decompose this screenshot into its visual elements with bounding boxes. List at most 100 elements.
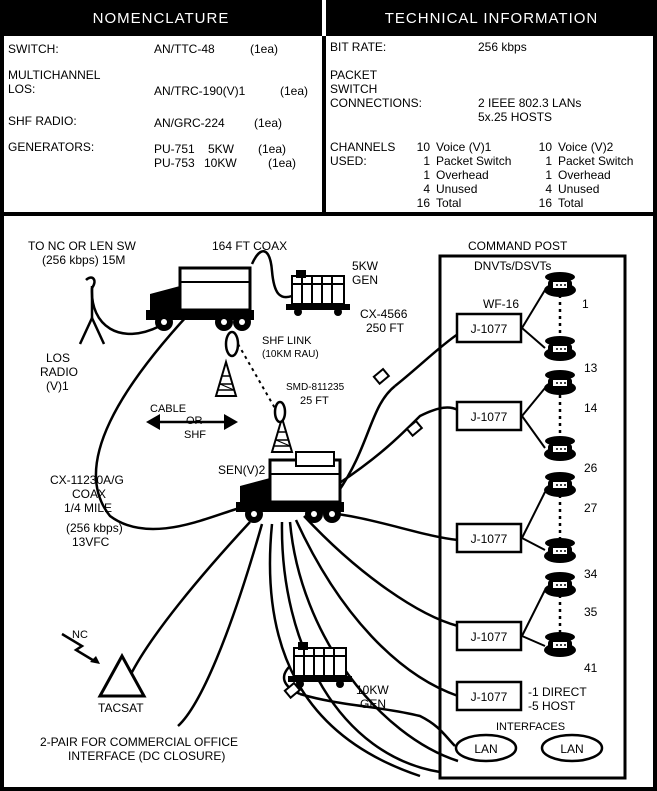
shf-label: SHF RADIO:: [8, 114, 77, 128]
col1-count: 4: [423, 182, 430, 196]
shf-link-label-1: SHF LINK: [262, 335, 312, 347]
packet-value-line1: 2 IEEE 802.3 LANs: [478, 96, 582, 110]
nomenclature-title: NOMENCLATURE: [92, 9, 230, 27]
lan-clouds: LAN LAN: [454, 733, 604, 763]
frame-right-border: [653, 0, 657, 791]
frame-bottom-border: [0, 787, 657, 791]
col1-count: 1: [423, 154, 430, 168]
phone-icon: [544, 472, 576, 497]
to-nc-label-2: (256 kbps) 15M: [42, 253, 125, 267]
commercial-label-1: 2-PAIR FOR COMMERCIAL OFFICE: [40, 735, 238, 749]
dnvt-label: DNVTs/DSVTs: [474, 259, 551, 273]
packet-label-line3: CONNECTIONS:: [330, 96, 423, 110]
command-post-label: COMMAND POST: [468, 239, 568, 253]
gen5-label-2: GEN: [352, 273, 378, 287]
cx4566-label-2: 250 FT: [366, 321, 405, 335]
dnvt-phones: [544, 272, 576, 657]
col2-text: Voice (V)2: [558, 140, 614, 154]
phone-icon: [544, 436, 576, 461]
switch-value: AN/TTC-48: [154, 42, 215, 56]
gen2-qty: (1ea): [268, 156, 297, 170]
j1077-boxes: J-1077 J-1077 J-1077 J-1077 J-1077: [455, 312, 523, 712]
10kw-generator-icon: [287, 641, 353, 689]
direct-label: -1 DIRECT: [528, 685, 587, 699]
network-diagram: J-1077 J-1077 J-1077 J-1077 J-1077 LAN L…: [28, 239, 627, 780]
cable-label-2: OR: [186, 415, 203, 427]
phone-icon: [544, 538, 576, 563]
shf-dish-icon: [224, 330, 240, 358]
col1-text: Overhead: [436, 168, 489, 182]
col1-count: 10: [416, 140, 430, 154]
cx11230-label-2: COAX: [72, 487, 106, 501]
frame-left-border: [0, 0, 4, 791]
coax-164-label: 164 FT COAX: [212, 239, 287, 253]
gen1-qty: (1ea): [258, 142, 287, 156]
cable-label-3: SHF: [184, 429, 206, 441]
commercial-label-2: INTERFACE (DC CLOSURE): [68, 749, 225, 763]
col1-count: 1: [423, 168, 430, 182]
col2-text: Packet Switch: [558, 154, 634, 168]
col1-text: Total: [436, 196, 462, 210]
channels-label-line1: CHANNELS: [330, 140, 396, 154]
tacsat-icon: [61, 632, 147, 698]
table-divider-vertical: [322, 36, 326, 214]
los-radio-label-2: RADIO: [40, 365, 78, 379]
packet-value-line2: 5x.25 HOSTS: [478, 110, 553, 124]
host-label: -5 HOST: [528, 699, 576, 713]
cable-label-1: CABLE: [150, 403, 186, 415]
phone-number: 27: [584, 501, 598, 515]
col2-count: 1: [545, 168, 552, 182]
sen-dish-icon: [273, 400, 287, 424]
j1077-label: J-1077: [471, 410, 508, 424]
technical-title: TECHNICAL INFORMATION: [384, 9, 599, 27]
table-divider-horizontal: [0, 212, 657, 216]
los-label-line2: LOS:: [8, 82, 36, 96]
nc-label: NC: [72, 629, 88, 641]
sen-tower-icon: [271, 417, 293, 453]
phone-number: 35: [584, 605, 598, 619]
j1077-label: J-1077: [471, 690, 508, 704]
col2-count: 4: [545, 182, 552, 196]
col2-text: Unused: [558, 182, 600, 196]
wf16-label: WF-16: [483, 297, 519, 311]
smd-label-1: SMD-811235: [286, 382, 345, 393]
gen2-power: 10KW: [204, 156, 237, 170]
sen-label: SEN(V)2: [218, 463, 266, 477]
interfaces-label: INTERFACES: [496, 721, 565, 733]
los-qty: (1ea): [280, 84, 309, 98]
j1077-links: [521, 289, 546, 647]
col2-count: 10: [538, 140, 552, 154]
cx11230-label-5: 13VFC: [72, 535, 110, 549]
shf-qty: (1ea): [254, 116, 283, 130]
col2-count: 1: [545, 154, 552, 168]
phone-number: 14: [584, 401, 598, 415]
command-post-box: [438, 254, 627, 780]
bitrate-label: BIT RATE:: [330, 40, 387, 54]
gen5-label-1: 5KW: [352, 259, 379, 273]
cx11230-label-4: (256 kbps): [66, 521, 123, 535]
los-radio-label-1: LOS: [46, 351, 70, 365]
lan-label: LAN: [474, 742, 497, 756]
gen1-model: PU-751: [154, 142, 195, 156]
shf-link-label-2: (10KM RAU): [262, 349, 319, 360]
col1-text: Voice (V)1: [436, 140, 492, 154]
col2-text: Total: [558, 196, 584, 210]
phone-icon: [544, 632, 576, 657]
smd-label-2: 25 FT: [300, 395, 329, 407]
switch-label: SWITCH:: [8, 42, 59, 56]
channels-label-line2: USED:: [330, 154, 367, 168]
cx4566-label-1: CX-4566: [360, 307, 408, 321]
phone-icon: [544, 370, 576, 395]
los-label-line1: MULTICHANNEL: [8, 68, 101, 82]
tacsat-label: TACSAT: [98, 701, 144, 715]
phone-icon: [544, 572, 576, 597]
los-radio-truck-icon: [144, 266, 256, 333]
switch-qty: (1ea): [250, 42, 279, 56]
technical-header: TECHNICAL INFORMATION: [326, 0, 657, 36]
los-value: AN/TRC-190(V)1: [154, 84, 246, 98]
5kw-generator-icon: [285, 269, 351, 317]
shf-tower-icon: [215, 361, 237, 397]
col1-count: 16: [416, 196, 430, 210]
